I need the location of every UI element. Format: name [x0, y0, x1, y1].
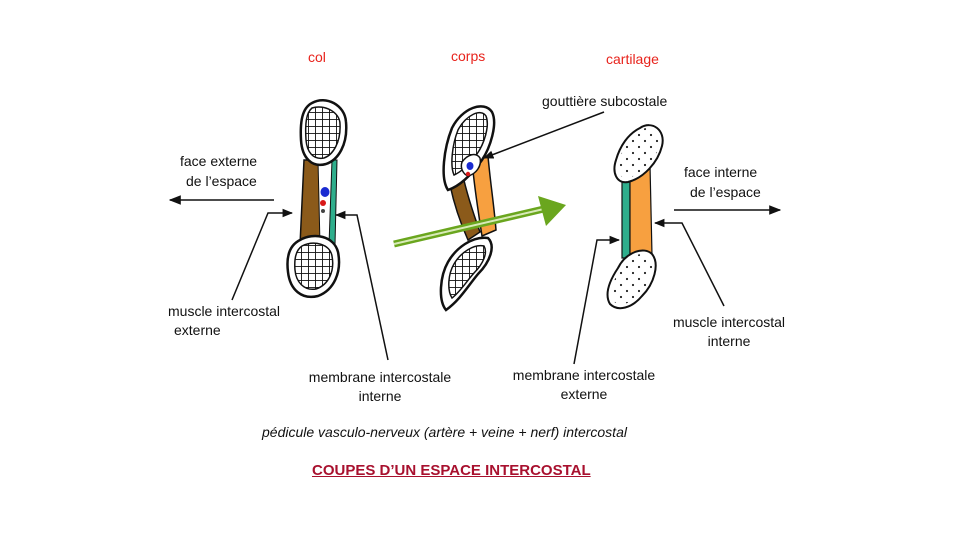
label-mic-interne-1: muscle intercostal	[672, 314, 786, 330]
col-section	[286, 98, 348, 299]
label-mic-interne-2: interne	[707, 333, 751, 349]
corps-internal-muscle	[471, 155, 497, 238]
label-face-interne-1: face interne	[684, 164, 758, 180]
membrane-interne-pointer	[334, 210, 389, 361]
col-vein	[320, 187, 330, 197]
label-face-externe-2: de l’espace	[186, 173, 257, 189]
label-corps: corps	[451, 48, 486, 64]
col-artery	[320, 200, 326, 206]
label-cartilage: cartilage	[606, 51, 659, 67]
label-face-interne-2: de l’espace	[690, 184, 761, 200]
label-gouttiere: gouttière subcostale	[542, 93, 668, 109]
label-membrane-interne-1: membrane intercostale	[308, 369, 452, 385]
cartilage-section	[606, 124, 664, 310]
mic-interne-pointer	[653, 218, 725, 307]
membrane-externe-pointer	[573, 235, 621, 365]
corps-artery	[465, 171, 471, 177]
corps-section	[393, 105, 566, 312]
label-mic-externe-2: externe	[174, 322, 221, 338]
label-membrane-externe-2: externe	[560, 386, 608, 402]
page-title: COUPES D’UN ESPACE INTERCOSTAL	[312, 462, 591, 479]
label-mic-externe-1: muscle intercostal	[168, 303, 281, 319]
mic-externe-pointer	[231, 208, 294, 301]
col-nerve	[321, 209, 325, 213]
label-face-externe-1: face externe	[180, 153, 258, 169]
pedicule-caption: pédicule vasculo-nerveux (artère + veine…	[262, 424, 627, 440]
corps-vein	[466, 162, 474, 170]
pointer-lines	[168, 111, 782, 365]
label-membrane-interne-2: interne	[358, 388, 402, 404]
corps-green-arrow	[393, 196, 566, 248]
cartilage-membrane	[621, 179, 631, 259]
label-membrane-externe-1: membrane intercostale	[512, 367, 656, 383]
gouttiere-pointer	[483, 111, 605, 159]
label-col: col	[308, 49, 326, 65]
